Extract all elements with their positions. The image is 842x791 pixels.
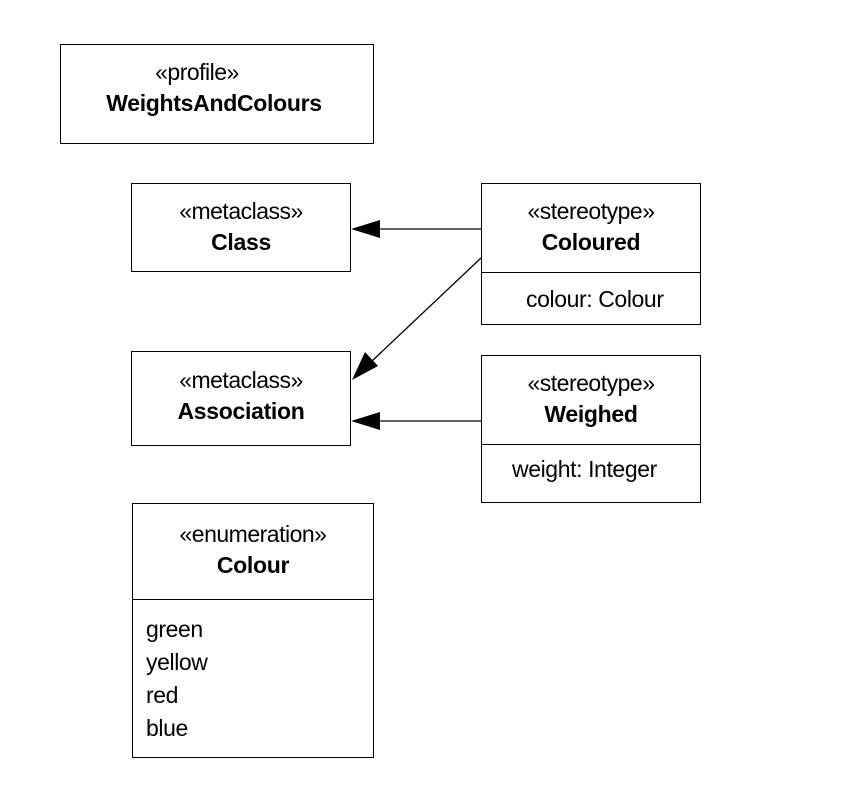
metaclass-association-name: Association xyxy=(177,398,305,424)
metaclass-class-header: «metaclass» Class xyxy=(132,184,350,258)
metaclass-association-header: «metaclass» Association xyxy=(132,352,350,427)
stereotype-coloured-stereotype: «stereotype» xyxy=(527,198,655,224)
profile-stereotype: «profile» xyxy=(155,59,239,85)
extension-weighed-to-association[interactable] xyxy=(351,412,481,430)
extension-arrowhead xyxy=(352,352,378,380)
enum-literal: yellow xyxy=(146,649,208,675)
metaclass-class-stereotype: «metaclass» xyxy=(179,198,303,224)
enum-literal: green xyxy=(146,616,203,642)
enumeration-colour-header: «enumeration» Colour xyxy=(133,504,373,599)
enumeration-colour-name: Colour xyxy=(216,552,290,578)
stereotype-weighed-stereotype: «stereotype» xyxy=(527,370,655,396)
enumeration-colour-box[interactable]: «enumeration» Colour green yellow red bl… xyxy=(132,503,374,758)
extension-arrowhead xyxy=(351,220,380,238)
stereotype-weighed-box[interactable]: «stereotype» Weighed weight: Integer xyxy=(481,355,701,503)
extension-coloured-to-class[interactable] xyxy=(351,220,481,238)
stereotype-weighed-header: «stereotype» Weighed xyxy=(482,356,700,444)
stereotype-coloured-box[interactable]: «stereotype» Coloured colour: Colour xyxy=(481,183,701,325)
profile-box[interactable]: «profile» WeightsAndColours xyxy=(60,44,374,144)
extension-arrowhead xyxy=(351,412,380,430)
enumeration-colour-stereotype: «enumeration» xyxy=(179,521,327,547)
stereotype-coloured-header: «stereotype» Coloured xyxy=(482,184,700,272)
stereotype-weighed-name: Weighed xyxy=(544,401,638,427)
profile-name: WeightsAndColours xyxy=(106,90,322,116)
metaclass-association-stereotype: «metaclass» xyxy=(179,367,303,393)
attribute-colour: colour: Colour xyxy=(526,286,664,312)
extension-coloured-to-association[interactable] xyxy=(352,257,482,380)
metaclass-association-box[interactable]: «metaclass» Association xyxy=(131,351,351,446)
profile-header: «profile» WeightsAndColours xyxy=(61,45,373,119)
attribute-weight: weight: Integer xyxy=(512,456,657,482)
metaclass-class-box[interactable]: «metaclass» Class xyxy=(131,183,351,272)
metaclass-class-name: Class xyxy=(211,229,271,255)
enumeration-colour-literals: green yellow red blue xyxy=(133,599,373,745)
stereotype-coloured-name: Coloured xyxy=(541,229,641,255)
enum-literal: red xyxy=(146,682,179,708)
stereotype-weighed-attributes: weight: Integer xyxy=(482,444,700,486)
stereotype-coloured-attributes: colour: Colour xyxy=(482,272,700,316)
enum-literal: blue xyxy=(146,715,188,741)
